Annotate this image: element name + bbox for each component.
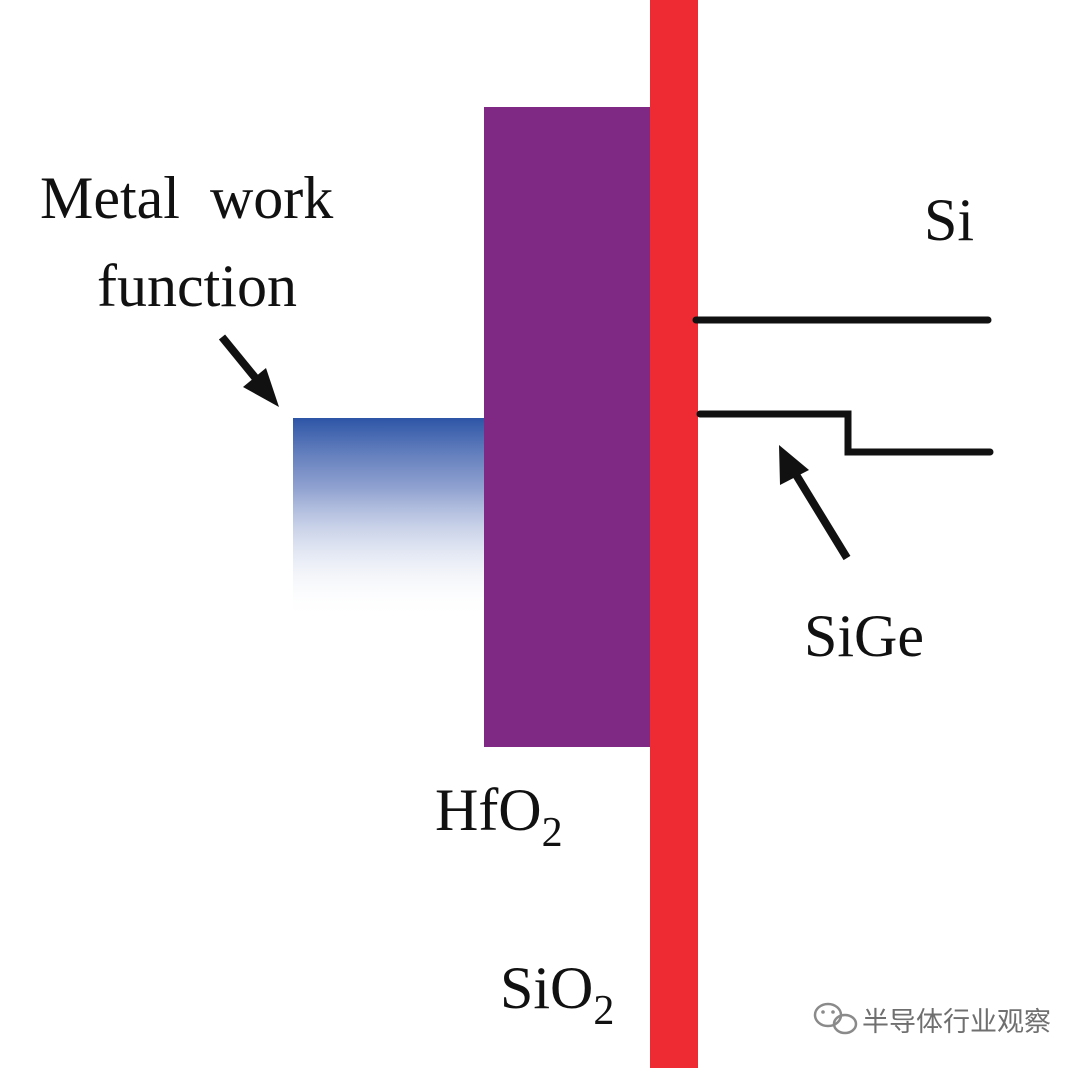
wechat-icon [813, 1002, 858, 1035]
hfo2-layer [484, 107, 650, 747]
si-label: Si [924, 187, 974, 253]
hfo2-label-main: HfO [435, 777, 542, 843]
sio2-label-main: SiO [500, 955, 593, 1021]
sio2-label-subscript: 2 [593, 988, 614, 1034]
sige-band-line [696, 410, 994, 456]
sio2-layer [650, 0, 698, 1068]
metal-work-function-label-line1: Metal work [40, 165, 333, 231]
metal-work-function-band [293, 418, 486, 618]
sige-arrow-icon [779, 445, 851, 561]
hfo2-label: HfO2 [435, 777, 563, 856]
metal-work-function-label-line2: function [97, 253, 297, 319]
hfo2-label-subscript: 2 [542, 810, 563, 856]
metal-arrow-icon [218, 334, 279, 407]
sio2-label: SiO2 [500, 955, 614, 1034]
sige-label: SiGe [804, 603, 924, 669]
watermark: 半导体行业观察 [813, 1002, 1051, 1038]
watermark-text: 半导体行业观察 [862, 1007, 1051, 1038]
